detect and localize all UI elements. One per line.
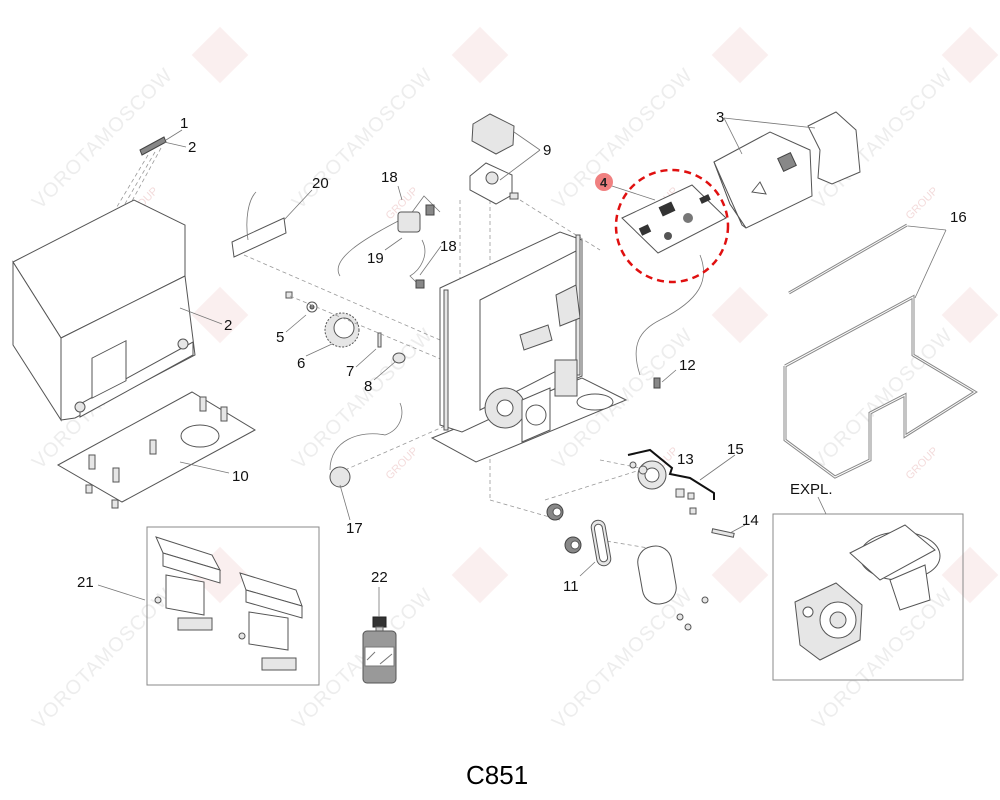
part-4-control-board: [621, 184, 727, 389]
part-11-belt-cover: [637, 545, 709, 631]
callout-15: 15: [727, 441, 744, 458]
callout-8: 8: [364, 378, 372, 395]
watermark-sub: GROUP: [904, 445, 941, 482]
callout-11: 11: [563, 578, 579, 595]
callout-22: 22: [371, 569, 388, 586]
part-5-screw: [285, 291, 293, 299]
part-2-cover: [12, 199, 196, 422]
callout-9: 9: [543, 142, 551, 159]
callout-1: 1: [180, 115, 188, 132]
callout-2: 2: [224, 317, 232, 334]
part-21-end-stops-box: [146, 526, 320, 686]
callout-17: 17: [346, 520, 363, 537]
callout-13: 13: [677, 451, 694, 468]
highlight-badge: [595, 173, 613, 191]
watermark-text: VOROTAMOSCOW: [28, 584, 177, 733]
part-13-release-wheel: [629, 460, 667, 490]
part-5-washer: [306, 301, 318, 313]
callout-6: 6: [297, 355, 305, 372]
callout-4: 4: [600, 175, 608, 190]
watermark-sub: GROUP: [904, 185, 941, 222]
diagram-title: C851: [466, 760, 528, 790]
part-3-housing-covers: [713, 111, 861, 229]
callout-12: 12: [679, 357, 696, 374]
callout-16: 16: [950, 209, 967, 226]
callout-20: 20: [312, 175, 329, 192]
callout-3: 3: [716, 109, 724, 126]
watermark-text: VOROTAMOSCOW: [548, 584, 697, 733]
part-17-limit-sensor: [329, 402, 403, 488]
part-20-bracket: [231, 191, 287, 258]
callout-10: 10: [232, 468, 249, 485]
callout-5: 5: [276, 329, 284, 346]
leader-lines: [97, 117, 947, 617]
expl-gearmotor-box: [772, 513, 964, 681]
part-9-motor-unit: [469, 113, 519, 205]
part-22-grease-bottle: [362, 616, 397, 684]
main-chassis: [430, 231, 628, 463]
callout-18: 18: [381, 169, 398, 186]
callout-expl: EXPL.: [790, 481, 833, 498]
callout-19: 19: [367, 250, 384, 267]
watermark-sub: GROUP: [384, 445, 421, 482]
part-14-key: [711, 528, 735, 538]
callout-labels: 1 2 2 3 5 6 7 8 9 10 11 12 13 14 15 16 1…: [77, 109, 967, 595]
highlight-circle: 4: [595, 168, 730, 284]
part-7-pin: [377, 332, 382, 348]
callout-21: 21: [77, 574, 94, 591]
callout-7: 7: [346, 363, 354, 380]
callout-2: 2: [188, 139, 196, 156]
callout-14: 14: [742, 512, 759, 529]
part-15-lock-parts: [675, 488, 697, 515]
part-18-19-cable-assembly: [337, 195, 441, 289]
part-11-belt-drive: [546, 503, 612, 567]
part-16-frame-rods: [783, 223, 978, 479]
part-8-bushing: [392, 352, 406, 364]
bracket-13: [627, 448, 715, 500]
part-10-base-plate: [56, 391, 257, 509]
callout-18: 18: [440, 238, 457, 255]
